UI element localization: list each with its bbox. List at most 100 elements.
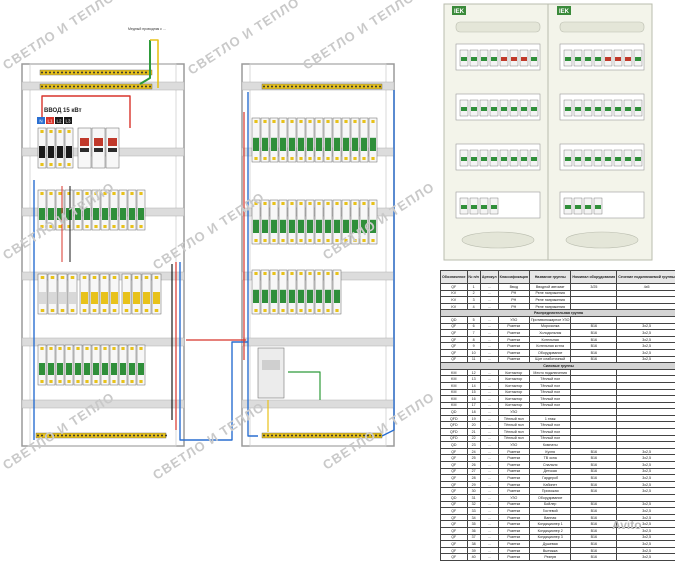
terminal-screw: [311, 86, 313, 88]
table-cell: QFD: [441, 429, 468, 436]
terminal-screw: [157, 435, 159, 437]
mini-breaker-handle: [575, 157, 581, 161]
circuit-breaker: [306, 118, 314, 162]
table-cell: [617, 297, 675, 304]
table-cell: Морозилка: [529, 323, 570, 330]
circuit-breaker: [342, 118, 350, 162]
table-cell: 3х2,5: [617, 501, 675, 508]
table-cell: B16: [571, 448, 617, 455]
table-cell: B16: [571, 356, 617, 363]
mini-breaker-handle: [585, 57, 591, 61]
phase-label-l3: L3: [65, 119, 71, 124]
table-cell: QF: [441, 349, 468, 356]
table-cell: [571, 316, 617, 323]
table-cell: QF: [441, 475, 468, 482]
mini-breaker-handle: [461, 157, 467, 161]
terminal-screw: [121, 435, 123, 437]
table-cell: B16: [571, 554, 617, 561]
table-cell: QFD: [441, 415, 468, 422]
terminal-screw: [307, 86, 309, 88]
table-cell: 3х2,5: [617, 343, 675, 350]
table-cell: [571, 396, 617, 403]
table-cell: Гардероб: [529, 475, 570, 482]
din-rail: [242, 400, 394, 408]
table-cell: QF: [441, 514, 468, 521]
table-cell: QF: [441, 323, 468, 330]
table-cell: [617, 495, 675, 502]
terminal-screw: [275, 86, 277, 88]
table-cell: QF: [441, 501, 468, 508]
circuit-breaker: [315, 270, 323, 314]
circuit-breaker: [279, 200, 287, 244]
terminal-screw: [93, 435, 95, 437]
table-cell: Розетки: [498, 468, 529, 475]
table-cell: 23: [467, 442, 480, 449]
table-cell: 11: [467, 356, 480, 363]
table-cell: Комнаты: [529, 442, 570, 449]
circuit-breaker: [137, 345, 145, 385]
table-cell: 1: [467, 284, 480, 291]
circuit-breaker: [80, 274, 89, 314]
terminal-screw: [283, 86, 285, 88]
mini-breaker-handle: [575, 57, 581, 61]
table-cell: QF: [441, 468, 468, 475]
terminal-screw: [65, 86, 67, 88]
terminal-screw: [145, 86, 147, 88]
table-cell: Контактор: [498, 402, 529, 409]
table-cell: [571, 382, 617, 389]
circuit-breaker: [360, 118, 368, 162]
table-cell: 3/25: [571, 284, 617, 291]
ground-note: Медный проводник с ...: [128, 27, 166, 31]
voltage-relay: [106, 128, 119, 168]
mini-breaker-handle: [471, 205, 477, 209]
table-cell: KM: [441, 382, 468, 389]
table-cell: Розетки: [498, 481, 529, 488]
table-cell: Тёплый пол: [529, 402, 570, 409]
circuit-breaker: [128, 345, 136, 385]
table-cell: 3х2,5: [617, 468, 675, 475]
circuit-breaker: [152, 274, 161, 314]
terminal-screw: [113, 435, 115, 437]
terminal-screw: [85, 86, 87, 88]
mini-breaker-handle: [575, 107, 581, 111]
mini-breaker-handle: [521, 107, 527, 111]
table-cell: Розетки: [498, 554, 529, 561]
table-cell: QD: [441, 442, 468, 449]
table-cell: ...: [480, 554, 498, 561]
terminal-screw: [141, 72, 143, 74]
table-cell: 19: [467, 415, 480, 422]
table-cell: B16: [571, 330, 617, 337]
table-cell: 12: [467, 369, 480, 376]
table-cell: ...: [480, 303, 498, 310]
circuit-breaker: [38, 128, 46, 168]
terminal-screw: [315, 435, 317, 437]
terminal-screw: [267, 435, 269, 437]
terminal-screw: [319, 435, 321, 437]
mini-breaker-handle: [531, 57, 537, 61]
table-cell: 6: [467, 323, 480, 330]
table-cell: Контактор: [498, 389, 529, 396]
terminal-screw: [375, 86, 377, 88]
terminal-screw: [61, 72, 63, 74]
circuit-breaker: [47, 128, 55, 168]
terminal-screw: [77, 435, 79, 437]
table-cell: Душевая: [529, 541, 570, 548]
table-row: Силовые группы: [441, 363, 675, 370]
table-cell: ...: [480, 396, 498, 403]
terminal-screw: [133, 72, 135, 74]
table-cell: QF: [441, 488, 468, 495]
circuit-breaker: [306, 270, 314, 314]
table-cell: QFD: [441, 422, 468, 429]
table-cell: [571, 409, 617, 416]
table-cell: Тёплый пол: [498, 429, 529, 436]
table-cell: Котельная котла: [529, 343, 570, 350]
